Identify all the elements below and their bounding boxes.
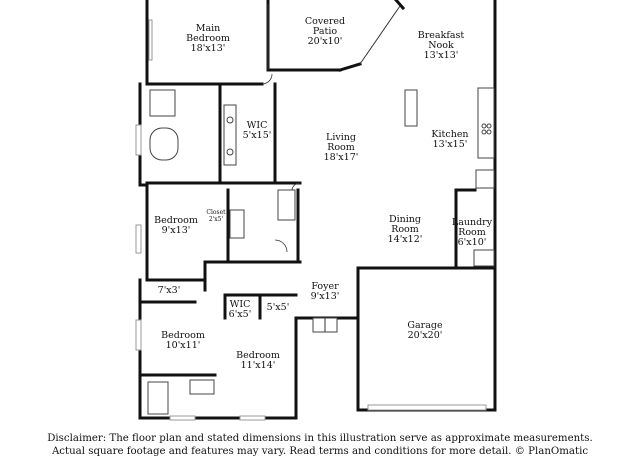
- living-room-name-line1: Living: [326, 132, 356, 143]
- room-label-5x5: 5'x5': [267, 302, 290, 313]
- main-bedroom-dims: 18'x13': [191, 43, 226, 54]
- foyer-name: Foyer: [311, 281, 339, 292]
- garage-door: [367, 404, 487, 411]
- living-room-name-line2: Room: [327, 142, 355, 153]
- main-bedroom-name-line2: Bedroom: [186, 33, 230, 44]
- bedroom-4-name: Bedroom: [236, 350, 280, 361]
- bedroom-2-name: Bedroom: [154, 215, 198, 226]
- room-label-closet: Closet 2'x5': [206, 209, 226, 223]
- room-label-laundry-room: Laundry Room 6'x10': [452, 217, 493, 248]
- room-label-dining-room: Dining Room 14'x12': [388, 214, 423, 245]
- laundry-room-dims: 6'x10': [458, 237, 487, 248]
- patio-outline: [267, 4, 401, 70]
- floor-plan: Main Bedroom 18'x13' Covered Patio 20'x1…: [135, 0, 497, 421]
- bedroom-4-dims: 11'x14': [241, 360, 276, 371]
- bedroom-3-dims: 10'x11': [166, 340, 201, 351]
- room-label-covered-patio: Covered Patio 20'x10': [305, 16, 345, 47]
- wic-main-dims: 5'x15': [243, 130, 272, 141]
- garage-dims: 20'x20': [408, 330, 443, 341]
- room-label-kitchen: Kitchen 13'x15': [431, 129, 468, 150]
- doors: [261, 73, 338, 333]
- laundry-room-name-line2: Room: [458, 227, 486, 238]
- garage-name: Garage: [407, 320, 443, 331]
- living-room-dims: 18'x17': [324, 152, 359, 163]
- bedroom-3-name: Bedroom: [161, 330, 205, 341]
- kitchen-dims: 13'x15': [433, 139, 468, 150]
- kitchen-fixtures: [404, 87, 495, 267]
- room-label-7x3: 7'x3': [158, 285, 181, 296]
- wic-small-dims: 6'x5': [229, 309, 252, 320]
- kitchen-name: Kitchen: [431, 129, 468, 140]
- dining-room-name-line2: Room: [391, 224, 419, 235]
- room-label-bedroom-4: Bedroom 11'x14': [236, 350, 280, 371]
- room-label-living-room: Living Room 18'x17': [324, 132, 359, 163]
- foyer-dims: 9'x13': [311, 291, 340, 302]
- room-label-breakfast-nook: Breakfast Nook 13'x13': [418, 30, 465, 61]
- disclaimer-line-2: Actual square footage and features may v…: [51, 446, 589, 457]
- room-label-wic-small: WIC 6'x5': [229, 299, 252, 320]
- closet-dims: 2'x5': [209, 216, 224, 223]
- exterior-walls: [138, 0, 497, 420]
- covered-patio-name-line2: Patio: [313, 26, 337, 37]
- disclaimer-line-1: Disclaimer: The floor plan and stated di…: [47, 433, 593, 444]
- disclaimer: Disclaimer: The floor plan and stated di…: [0, 432, 640, 458]
- space-5x5-dims: 5'x5': [267, 302, 290, 313]
- windows: [135, 19, 266, 421]
- room-label-wic-main: WIC 5'x15': [243, 120, 272, 141]
- laundry-room-name-line1: Laundry: [452, 217, 493, 228]
- wic-small-name: WIC: [230, 299, 251, 310]
- room-label-bedroom-3: Bedroom 10'x11': [161, 330, 205, 351]
- dining-room-name-line1: Dining: [389, 214, 421, 225]
- bedroom-2-dims: 9'x13': [162, 225, 191, 236]
- room-label-foyer: Foyer 9'x13': [311, 281, 340, 302]
- room-label-garage: Garage 20'x20': [407, 320, 443, 341]
- closet-name: Closet: [206, 209, 226, 216]
- main-bedroom-name-line1: Main: [196, 23, 221, 34]
- breakfast-nook-dims: 13'x13': [424, 50, 459, 61]
- breakfast-nook-name-line2: Nook: [428, 40, 454, 51]
- covered-patio-dims: 20'x10': [308, 36, 343, 47]
- room-label-main-bedroom: Main Bedroom 18'x13': [186, 23, 230, 54]
- covered-patio-name-line1: Covered: [305, 16, 345, 27]
- bath-fixtures: [147, 89, 296, 415]
- dining-room-dims: 14'x12': [388, 234, 423, 245]
- space-7x3-dims: 7'x3': [158, 285, 181, 296]
- breakfast-nook-name-line1: Breakfast: [418, 30, 465, 41]
- room-label-bedroom-2: Bedroom 9'x13': [154, 215, 198, 236]
- interior-walls: [138, 82, 477, 377]
- wic-main-name: WIC: [247, 120, 268, 131]
